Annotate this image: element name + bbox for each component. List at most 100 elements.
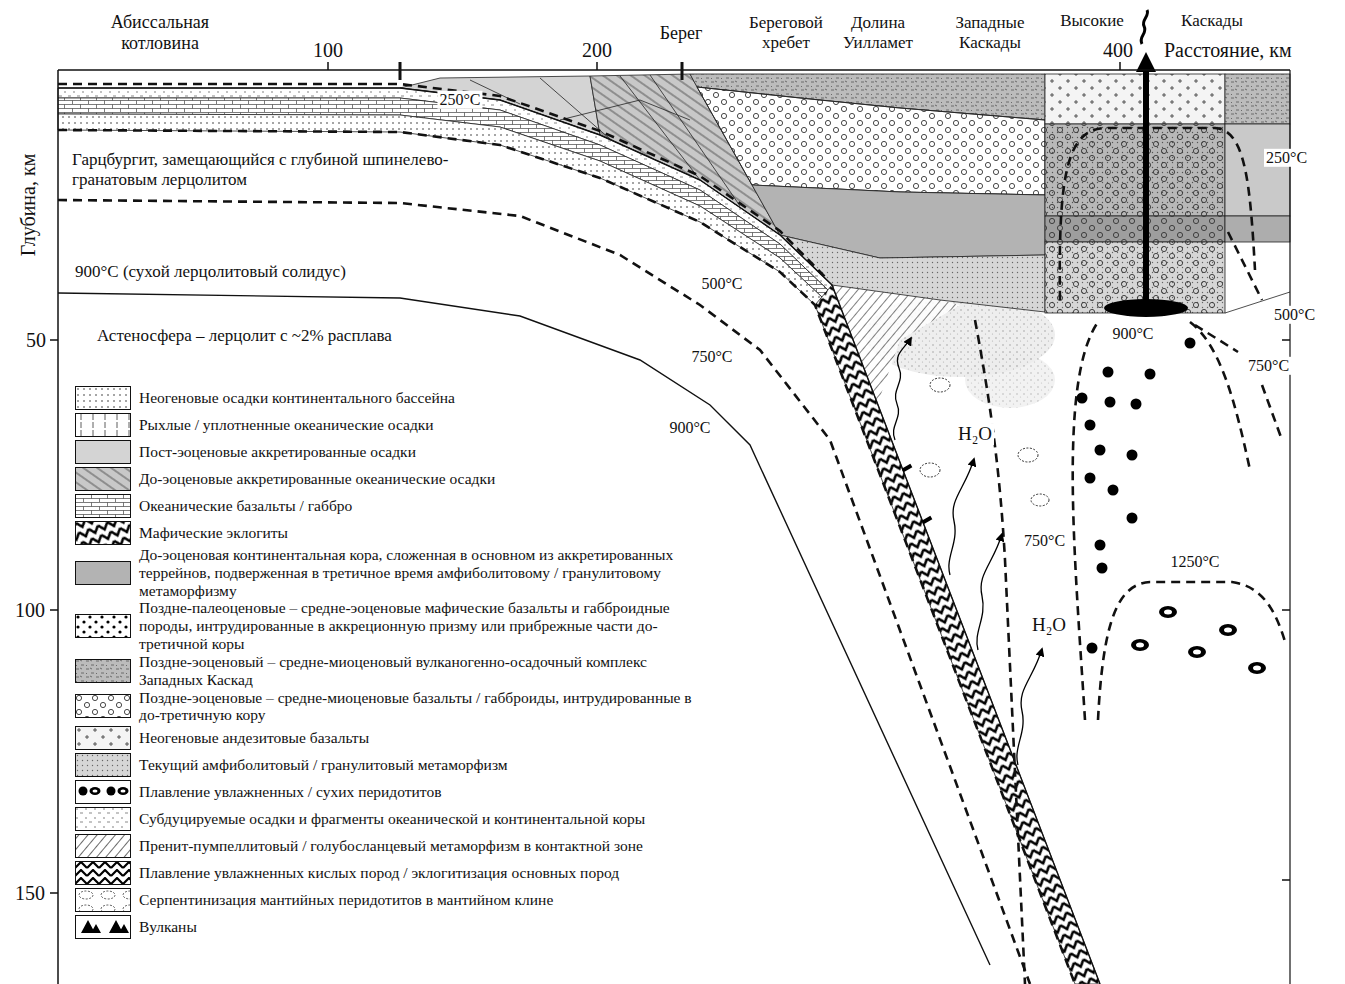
legend-swatch-pattern: [76, 615, 131, 638]
wet-melt-dots: [1097, 563, 1108, 574]
legend-text: Поздне-эоценовые – средне-миоценовые баз…: [131, 689, 699, 725]
legend-swatch-pattern: [76, 726, 131, 749]
swatch-ground: [76, 615, 131, 638]
volcano: [1136, 52, 1156, 72]
legend-text: Пренит-пумпеллитовый / голубосланцевый м…: [131, 837, 699, 855]
swatch-ground: [76, 386, 131, 409]
wet-melt-dots: [1103, 367, 1114, 378]
water-arrows: [1017, 649, 1042, 765]
isotherm-label: 900°C (сухой лерцолитовый солидус): [73, 262, 348, 282]
volcano: [1143, 72, 1149, 306]
dry-melt-ovals: [1136, 643, 1144, 648]
legend-swatch: [75, 807, 131, 831]
dry-melt-ovals: [1131, 606, 1266, 674]
continental-crust: [1045, 124, 1225, 313]
swatch-border: [76, 440, 131, 463]
legend-row: Пост-эоценовые аккретированные осадки: [75, 438, 715, 465]
axis-tick-label: 100: [311, 39, 345, 62]
isotherm-label: 1250°C: [1168, 553, 1221, 571]
swatch-ground: [76, 561, 131, 584]
isotherm-lines: [58, 84, 1286, 984]
axis-frame: [400, 62, 682, 80]
axis-tick-label: 50: [24, 329, 48, 352]
wet-melt-dots: [1145, 369, 1156, 380]
legend-row: Вулканы: [75, 913, 715, 940]
legend-row: Плавление увлажненных кислых пород / экл…: [75, 859, 715, 886]
dry-melt-ovals: [1164, 610, 1172, 615]
legend-swatch: [75, 861, 131, 885]
dry-melt-ovals: [1219, 624, 1237, 636]
continental-crust: [690, 74, 1290, 313]
swatch-ground: [76, 915, 131, 938]
isotherm-label: 900°C: [1110, 325, 1155, 343]
isotherm-lines: [58, 130, 1075, 984]
water-arrows: [949, 459, 974, 575]
legend-text: Пост-эоценовые аккретированные осадки: [131, 443, 699, 461]
legend-text: Плавление увлажненных кислых пород / экл…: [131, 864, 699, 882]
legend-text: Неогеновые осадки континентального бассе…: [131, 389, 699, 407]
swatch-border: [76, 807, 131, 830]
swatch-border: [76, 780, 131, 803]
legend-swatch: [75, 694, 131, 718]
boundary-lines: [58, 88, 1100, 984]
swatch-border: [76, 494, 131, 517]
legend-swatch-pattern: [76, 888, 131, 911]
swatch-border: [76, 561, 131, 584]
subducting-slab: [58, 114, 823, 305]
continental-crust: [1225, 216, 1290, 242]
boundary-lines: [58, 88, 1100, 984]
legend-swatch: [75, 521, 131, 545]
dry-melt-ovals: [1193, 650, 1201, 655]
fluid-label: H₂O: [956, 423, 994, 445]
legend-swatch-pattern: [76, 834, 131, 857]
legend-row: Поздне-эоценовые – средне-миоценовые баз…: [75, 689, 715, 725]
swatch-ground: [76, 413, 131, 436]
wet-melt-dots: [1105, 397, 1116, 408]
legend-text: Плавление увлажненных / сухих перидотито…: [131, 783, 699, 801]
legend-text: До-эоценовые аккретированные океанически…: [131, 470, 699, 488]
axis-title: Глубина, км: [17, 152, 40, 259]
isotherm-lines: [1190, 322, 1250, 470]
dry-melt-ovals: [1224, 628, 1232, 633]
serpentinite-blobs: [1018, 448, 1038, 462]
volcano: [1104, 299, 1188, 317]
isotherm-label: 500°C: [699, 275, 744, 293]
continental-crust: [1225, 74, 1290, 124]
legend-row: Поздне-эоценовый – средне-миоценовый вул…: [75, 653, 715, 689]
axis-tick-label: 100: [13, 599, 47, 622]
wet-melt-dots: [1108, 485, 1119, 496]
swatch-border: [76, 386, 131, 409]
wet-melt-dots: [1185, 338, 1196, 349]
continental-crust: [1225, 124, 1290, 216]
continental-crust: [1045, 74, 1225, 124]
region-label: Высокие: [1058, 11, 1126, 31]
legend-row: Плавление увлажненных / сухих перидотито…: [75, 778, 715, 805]
region-label: Берег: [658, 23, 705, 44]
isotherm-lines: [1098, 582, 1286, 720]
legend-swatch: [75, 659, 131, 683]
volcano: [1141, 10, 1148, 44]
swatch-ground: [76, 753, 131, 776]
swatch-ground: [76, 726, 131, 749]
legend-swatch-pattern: [76, 467, 131, 490]
legend-swatch-pattern: [76, 915, 131, 938]
wet-melt-dots: [1131, 399, 1142, 410]
water-arrows: [977, 534, 1002, 650]
fluid-label: H₂O: [1030, 614, 1068, 636]
swatch-border: [76, 659, 131, 682]
swatch-border: [76, 753, 131, 776]
legend-row: Текущий амфиболитовый / гранулитовый мет…: [75, 751, 715, 778]
wet-melt-dots: [1087, 643, 1098, 654]
isotherm-lines: [1060, 128, 1255, 300]
legend-row: До-эоценовые аккретированные океанически…: [75, 465, 715, 492]
legend-swatch-pattern: [76, 753, 131, 776]
swatch-ground: [76, 807, 131, 830]
wet-melt-dots: [1077, 338, 1196, 654]
axis-frame: [58, 69, 1290, 71]
legend-text: Текущий амфиболитовый / гранулитовый мет…: [131, 756, 699, 774]
continental-crust: [697, 87, 1045, 195]
legend-row: Мафические эклогиты: [75, 519, 715, 546]
swatch-ground: [76, 834, 131, 857]
